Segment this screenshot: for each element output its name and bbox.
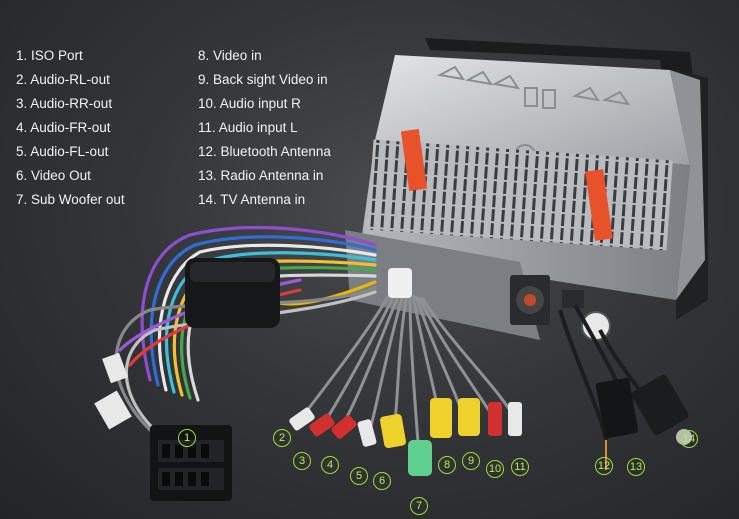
marker-13: 13 <box>627 458 645 476</box>
legend-item-tv-antenna-in: 14. TV Antenna in <box>198 192 306 207</box>
legend-item-video-in: 8. Video in <box>198 48 262 63</box>
legend-item-radio-antenna-in: 13. Radio Antenna in <box>198 168 324 183</box>
marker-5: 5 <box>350 467 368 485</box>
marker-1: 1 <box>178 429 196 447</box>
legend-item-video-out: 6. Video Out <box>16 168 91 183</box>
legend-item-bluetooth-antenna: 12. Bluetooth Antenna <box>198 144 331 159</box>
marker-3: 3 <box>293 452 311 470</box>
legend-item-audio-input-r: 10. Audio input R <box>198 96 301 111</box>
marker-7: 7 <box>410 497 428 515</box>
legend-item-audio-fr-out: 4. Audio-FR-out <box>16 120 111 135</box>
marker-8: 8 <box>438 456 456 474</box>
marker-9: 9 <box>462 452 480 470</box>
marker-11: 11 <box>511 458 529 476</box>
rca-plugs <box>289 398 522 476</box>
warning-label-right <box>585 169 613 241</box>
marker-10: 10 <box>486 460 504 478</box>
legend-item-iso-port: 1. ISO Port <box>16 48 83 63</box>
iso-connector <box>94 352 232 501</box>
antenna-jacks <box>595 374 692 470</box>
legend-item-audio-rr-out: 3. Audio-RR-out <box>16 96 113 111</box>
legend-item-back-sight-video-in: 9. Back sight Video in <box>198 72 328 87</box>
legend-left-column: 1. ISO Port 2. Audio-RL-out 3. Audio-RR-… <box>16 44 125 212</box>
warning-label-left <box>400 129 428 191</box>
stereo-chassis <box>345 55 705 341</box>
marker-14: 14 <box>680 430 698 448</box>
legend-item-audio-rl-out: 2. Audio-RL-out <box>16 72 110 87</box>
legend-item-audio-fl-out: 5. Audio-FL-out <box>16 144 109 159</box>
junction-box <box>185 258 280 328</box>
legend-right-column: 8. Video in 9. Back sight Video in 10. A… <box>198 44 331 212</box>
legend-item-sub-woofer-out: 7. Sub Woofer out <box>16 192 125 207</box>
marker-2: 2 <box>273 429 291 447</box>
cable-clip <box>388 268 412 298</box>
marker-6: 6 <box>373 472 391 490</box>
legend-item-audio-input-l: 11. Audio input L <box>198 120 298 135</box>
marker-12: 12 <box>595 457 613 475</box>
marker-4: 4 <box>321 456 339 474</box>
